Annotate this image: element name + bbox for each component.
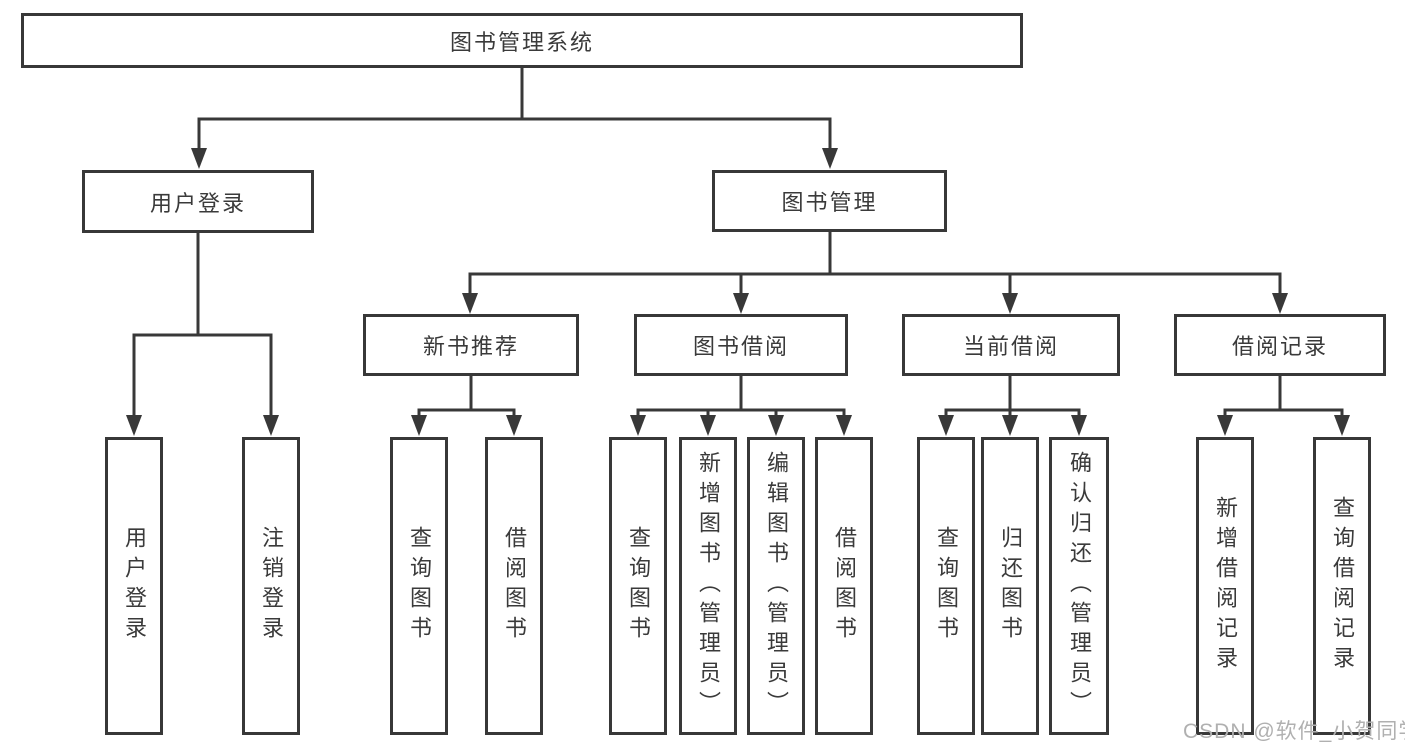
leaf-borrow-books-2: 借阅图书	[815, 437, 873, 735]
node-label: 查询图书	[407, 526, 432, 646]
node-label: 用户登录	[122, 526, 147, 646]
node-label: 借阅记录	[1231, 334, 1328, 359]
node-label: 借阅图书	[502, 526, 527, 646]
node-label: 归还图书	[998, 526, 1023, 646]
node-label: 新书推荐	[422, 334, 519, 359]
node-label: 查询图书	[934, 526, 959, 646]
csdn-watermark: CSDN @软件_小贺同学	[1183, 720, 1405, 743]
node-label: 图书管理系统	[449, 29, 594, 55]
node-book-management: 图书管理	[712, 170, 947, 232]
node-label: 查询借阅记录	[1330, 496, 1355, 676]
node-label: 当前借阅	[962, 334, 1059, 359]
node-user-login: 用户登录	[82, 170, 314, 233]
arrowheads	[126, 148, 1350, 436]
leaf-user-login: 用户登录	[105, 437, 163, 735]
leaf-query-borrow-record: 查询借阅记录	[1313, 437, 1371, 735]
leaf-add-borrow-record: 新增借阅记录	[1196, 437, 1254, 735]
leaf-query-books-3: 查询图书	[917, 437, 975, 735]
node-label: 查询图书	[626, 526, 651, 646]
node-label: 用户登录	[149, 190, 246, 216]
node-book-borrowing: 图书借阅	[634, 314, 848, 376]
node-label: 编辑图书（管理员）	[764, 451, 789, 721]
node-label: 新增图书（管理员）	[696, 451, 721, 721]
node-label: 新增借阅记录	[1213, 496, 1238, 676]
node-library-management-system: 图书管理系统	[21, 13, 1023, 68]
leaf-query-books-1: 查询图书	[390, 437, 448, 735]
leaf-edit-books-admin: 编辑图书（管理员）	[747, 437, 805, 735]
node-borrowing-records: 借阅记录	[1174, 314, 1386, 376]
leaf-add-books-admin: 新增图书（管理员）	[679, 437, 737, 735]
node-new-book-recommendation: 新书推荐	[363, 314, 579, 376]
leaf-confirm-return-admin: 确认归还（管理员）	[1049, 437, 1109, 735]
node-current-borrowing: 当前借阅	[902, 314, 1120, 376]
node-label: 借阅图书	[832, 526, 857, 646]
leaf-query-books-2: 查询图书	[609, 437, 667, 735]
node-label: 确认归还（管理员）	[1067, 451, 1092, 721]
node-label: 图书借阅	[692, 334, 789, 359]
leaf-borrow-books-1: 借阅图书	[485, 437, 543, 735]
node-label: 图书管理	[781, 190, 878, 215]
node-label: 注销登录	[259, 526, 284, 646]
leaf-logout: 注销登录	[242, 437, 300, 735]
leaf-return-books: 归还图书	[981, 437, 1039, 735]
